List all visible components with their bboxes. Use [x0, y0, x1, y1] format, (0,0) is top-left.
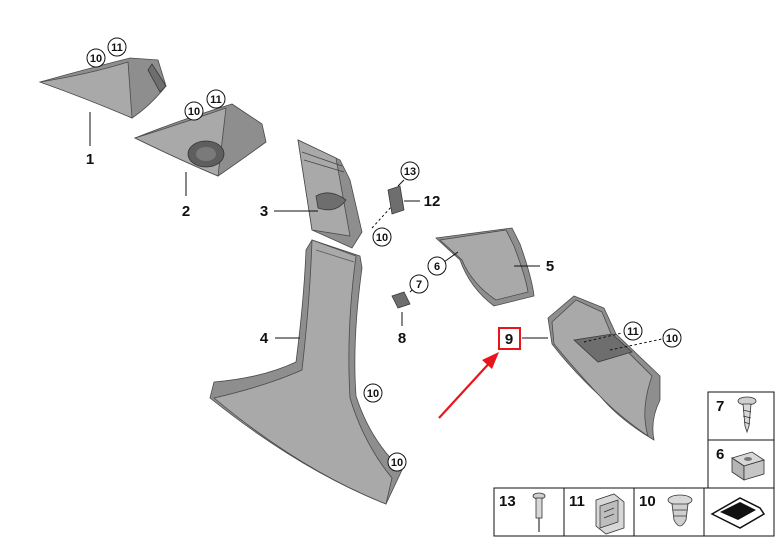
part-label-12: 12 [424, 193, 441, 210]
callout-9a: 11 [627, 326, 639, 338]
callout-8a: 7 [416, 279, 422, 291]
part-label-3: 3 [260, 203, 268, 220]
part-label-4: 4 [260, 330, 269, 347]
legend-label-10: 10 [639, 493, 656, 510]
part-label-2: 2 [182, 203, 190, 220]
callout-3a: 10 [376, 232, 388, 244]
callout-circle [400, 161, 420, 181]
part-9[interactable]: 11 10 9 [498, 295, 682, 441]
callout-circle [387, 452, 407, 472]
part-8[interactable]: 7 8 [391, 274, 429, 347]
callout-5a: 6 [434, 261, 440, 273]
part-label-5: 5 [546, 258, 554, 275]
screw-icon [737, 396, 757, 434]
part-5[interactable]: 6 5 [427, 227, 554, 307]
callout-2b: 11 [210, 94, 222, 106]
callout-12a: 13 [404, 166, 416, 178]
legend-cell-10: 10 [633, 487, 705, 537]
legend-cell-11: 11 [563, 487, 635, 537]
callout-circle [107, 37, 127, 57]
part-label-8: 8 [398, 330, 406, 347]
callout-2a: 10 [188, 106, 200, 118]
part-1[interactable]: 10 11 1 [38, 37, 167, 168]
part-label-9: 9 [505, 331, 513, 348]
part-2[interactable]: 10 11 2 [133, 89, 267, 220]
legend-label-6: 6 [716, 446, 724, 463]
legend-label-11: 11 [569, 493, 585, 510]
legend-label-7: 7 [716, 398, 724, 415]
part-4[interactable]: 10 10 4 [209, 239, 407, 505]
callout-9b: 10 [666, 333, 678, 345]
red-arrow-icon [438, 352, 499, 419]
callout-circle [662, 328, 682, 348]
rivet-icon [532, 492, 546, 532]
legend-cell-7: 7 [707, 391, 775, 441]
legend-cell-13: 13 [493, 487, 565, 537]
part-3[interactable]: 10 3 [260, 139, 393, 249]
callout-circle [86, 48, 106, 68]
callout-circle [372, 227, 392, 247]
callout-circle [409, 274, 429, 294]
highlight-box [498, 327, 521, 350]
callout-circle [206, 89, 226, 109]
callout-1b: 11 [111, 42, 123, 54]
part-label-1: 1 [86, 151, 94, 168]
callout-circle [427, 256, 447, 276]
callout-circle [363, 383, 383, 403]
push-clip-icon [667, 494, 693, 527]
callout-circle [623, 321, 643, 341]
clip-icon [595, 493, 625, 535]
legend-label-13: 13 [499, 493, 516, 510]
square-nut-icon [731, 451, 765, 481]
callout-4b: 10 [391, 457, 403, 469]
callout-4a: 10 [367, 388, 379, 400]
legend-cell-set [703, 487, 775, 537]
legend-cell-6: 6 [707, 439, 775, 489]
set-arrow-icon [710, 497, 766, 529]
callout-1a: 10 [90, 53, 102, 65]
part-12[interactable]: 13 12 [387, 161, 441, 215]
callout-circle [184, 101, 204, 121]
